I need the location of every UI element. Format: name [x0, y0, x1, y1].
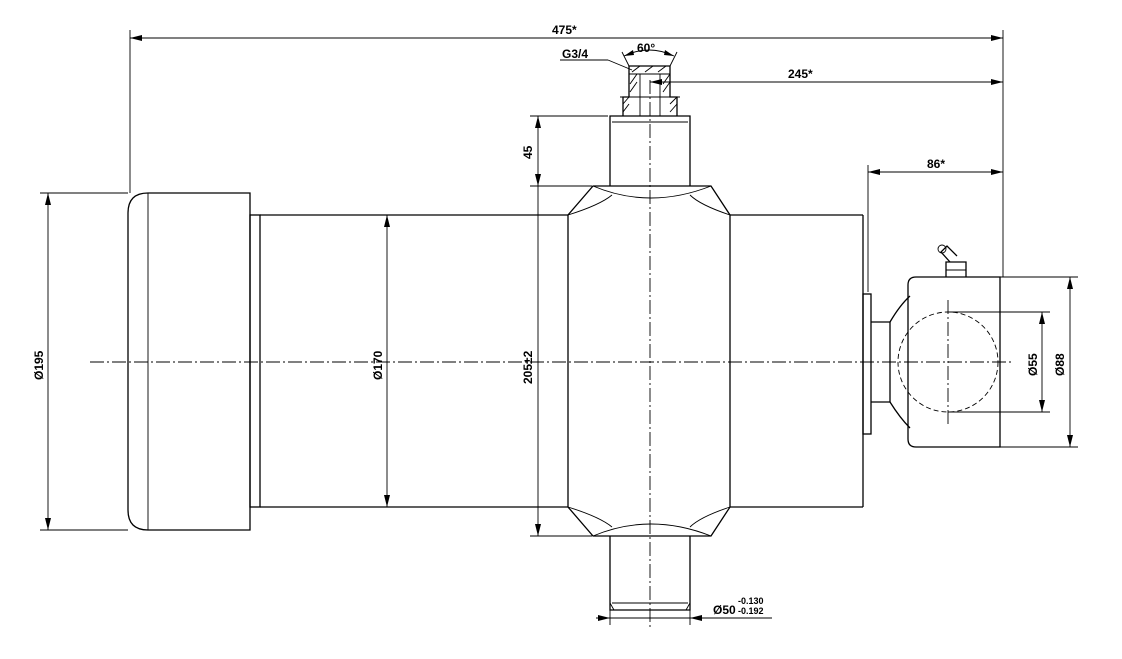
- main-tube: [260, 214, 864, 508]
- dim-bore-diameter: [948, 311, 1050, 413]
- trunnion-width-label: 205±2: [521, 350, 535, 384]
- shaft-tolerance-upper: -0.130: [738, 596, 764, 606]
- end-cap: [127, 192, 261, 531]
- dim-barrel-diameter: [40, 192, 128, 531]
- overall-length-label: 475*: [552, 23, 577, 37]
- barrel-diameter-label: Ø195: [32, 350, 46, 380]
- dim-port-angle: [621, 49, 678, 67]
- port-thread-label: G3/4: [562, 47, 588, 61]
- port-boss-height-label: 45: [521, 145, 535, 159]
- dim-shaft-diameter: [596, 610, 772, 625]
- dim-trunnion-width: [530, 186, 592, 537]
- dim-pin-offset: [867, 165, 1003, 292]
- port-offset-label: 245*: [788, 67, 813, 81]
- rod-eye: [862, 276, 1001, 448]
- eye-diameter-label: Ø88: [1053, 353, 1067, 376]
- shaft-diameter-label: Ø50: [713, 603, 736, 617]
- trunnion-body: [567, 185, 731, 537]
- port-angle-label: 60°: [637, 41, 655, 55]
- dim-port-offset: [650, 79, 1003, 85]
- grease-nipple: [937, 244, 967, 277]
- port-boss: [606, 115, 694, 187]
- dim-port-boss-height: [530, 115, 608, 187]
- bottom-shaft: [606, 535, 694, 611]
- shaft-tolerance-lower: -0.192: [738, 606, 764, 616]
- pin-offset-label: 86*: [927, 157, 945, 171]
- bore-diameter-label: Ø55: [1026, 353, 1040, 376]
- dim-eye-diameter: [1000, 276, 1078, 448]
- port-fitting: [620, 65, 680, 116]
- dim-overall-length: [129, 30, 1004, 277]
- dim-tube-diameter: [384, 215, 390, 507]
- tube-diameter-label: Ø170: [371, 350, 385, 380]
- thread-leader: [607, 59, 633, 71]
